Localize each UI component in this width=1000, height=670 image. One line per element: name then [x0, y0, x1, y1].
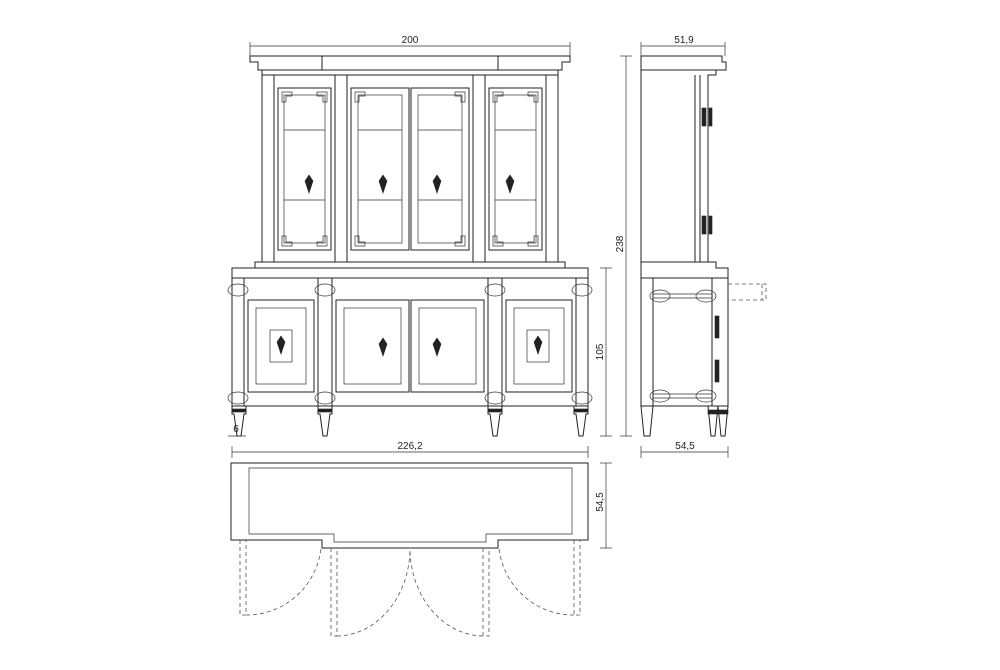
dimension-side-top: 51,9	[640, 35, 726, 56]
lower-cabinet	[227, 277, 593, 437]
upper-left-door	[277, 87, 332, 251]
dim-label-plan-depth: 54,5	[595, 492, 606, 512]
lower-right-door	[505, 299, 573, 393]
dimension-plan-depth: 54,5	[595, 462, 612, 549]
lower-left-door	[247, 299, 315, 393]
dimension-base-height: 105	[595, 267, 612, 437]
lower-top	[231, 261, 589, 279]
dimension-base-width: 226,2	[231, 441, 589, 458]
dimension-total-height: 238	[615, 55, 632, 437]
dim-label-base-width: 226,2	[397, 441, 422, 452]
keyhole-escutcheon-icon	[304, 174, 314, 194]
dimension-top-width: 200	[249, 35, 571, 56]
dim-label-base-height: 105	[595, 343, 606, 360]
plan-view: 54,5	[230, 462, 612, 637]
door-swings	[239, 540, 581, 637]
dimension-side-base: 54,5	[640, 441, 729, 458]
keyhole-escutcheon-icon	[505, 174, 515, 194]
upper-right-door	[488, 87, 543, 251]
keyhole-escutcheon-icon	[276, 335, 286, 355]
keyhole-escutcheon-icon	[432, 337, 442, 357]
keyhole-escutcheon-icon	[378, 174, 388, 194]
keyhole-escutcheon-icon	[432, 174, 442, 194]
keyhole-escutcheon-icon	[378, 337, 388, 357]
dim-label-plinth: 6	[233, 424, 239, 435]
keyhole-escutcheon-icon	[533, 335, 543, 355]
dim-label-side-base: 54,5	[675, 441, 695, 452]
lower-feet	[231, 405, 589, 437]
upper-center-door-left	[350, 87, 410, 251]
side-elevation: 51,9 238	[615, 35, 767, 458]
dimension-plinth: 6	[228, 424, 246, 437]
upper-center-door-right	[410, 87, 470, 251]
dim-label-total-height: 238	[615, 235, 626, 252]
front-elevation: 200	[227, 35, 612, 458]
lower-center-door-left	[335, 299, 410, 393]
dim-label-side-top: 51,9	[674, 35, 694, 46]
lower-center-door-right	[410, 299, 485, 393]
upper-hutch	[261, 74, 559, 263]
upper-cornice	[249, 55, 571, 76]
dim-label-top-width: 200	[402, 35, 419, 46]
